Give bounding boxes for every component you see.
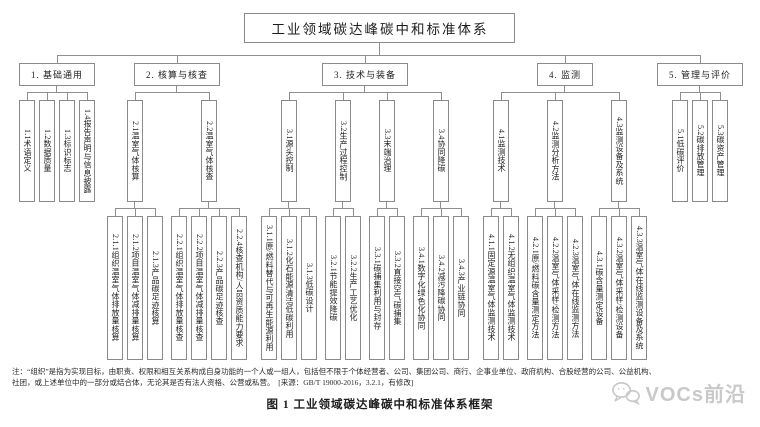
node-1-2: 1.2数据质量 (38, 100, 55, 202)
node-1-3: 1.3标识标志 (58, 100, 75, 202)
node-3-1: 3.1源头控制 (280, 100, 297, 202)
node-5: 5. 管理与评价 (656, 63, 743, 86)
connector-stub (56, 86, 58, 92)
node-2-2-1: 2.2.1组织温室气体排放量核查 (170, 216, 187, 360)
node-4-2: 4.2监测分析方法 (546, 100, 563, 202)
node-4-3-1: 4.3.1碳含量测定设备 (590, 216, 607, 360)
node-2-2-3: 2.2.3产品碳足迹核查 (210, 216, 227, 360)
connector-stub (288, 202, 290, 208)
connector-stub (564, 86, 566, 92)
node-3-1-1: 3.1.1原/燃料替代与可再生能源利用 (260, 216, 277, 360)
connector-stub (176, 86, 178, 92)
node-3-4-3: 3.4.3产业链协同 (452, 216, 469, 360)
node-2-2-4: 2.2.4核查机构/人员资质能力要求 (230, 216, 247, 360)
node-1-1: 1.1术语定义 (18, 100, 35, 202)
connector-stub (342, 202, 344, 208)
root-title-box: 工业领域碳达峰碳中和标准体系 (244, 13, 516, 43)
node-3: 3. 技术与装备 (321, 63, 408, 86)
node-1-4: 1.4报告声明与信息披露 (78, 100, 95, 202)
connector-stub (386, 202, 388, 208)
node-1: 1. 基础通用 (18, 63, 95, 86)
node-3-3-2: 3.3.2直接空气碳捕集 (388, 216, 405, 360)
node-3-4: 3.4协同降碳 (432, 100, 449, 202)
node-2-2: 2.2温室气体核查 (200, 100, 217, 202)
node-3-2: 3.2生产过程控制 (334, 100, 351, 202)
node-4-1-2: 4.1.2无组织温室气体监测技术 (502, 216, 519, 360)
connector-stub (699, 86, 701, 92)
node-2-2-2: 2.2.2项目温室气体减排量核查 (190, 216, 207, 360)
node-3-1-3: 3.1.3低碳设计 (300, 216, 317, 360)
node-5-2: 5.2碳排放管理 (691, 100, 708, 202)
watermark-text: VOCs前沿 (645, 384, 746, 406)
node-4-3-3: 4.3.3温室气体在线监测设备及系统 (630, 216, 647, 360)
node-2: 2. 核算与核查 (133, 63, 220, 86)
node-2-1-3: 2.1.3产品碳足迹核算 (146, 216, 163, 360)
node-3-2-2: 3.2.2生产工艺优化 (344, 216, 361, 360)
node-4-1: 4.1监测技术 (492, 100, 509, 202)
node-4-2-1: 4.2.1原/燃料碳含量测定方法 (526, 216, 543, 360)
node-3-3: 3.3末端治理 (378, 100, 395, 202)
node-4: 4. 监测 (536, 63, 593, 86)
connector-stub (440, 202, 442, 208)
footnote-line-2: 社团，或上述单位中的一部分或结合体，无论其是否有法人资格、公营或私营。 [来源：… (12, 378, 414, 388)
node-3-1-2: 3.1.2化石能源清洁低碳利用 (280, 216, 297, 360)
node-3-4-1: 3.4.1数字化绿色化协同 (412, 216, 429, 360)
node-5-1: 5.1低碳评价 (671, 100, 688, 202)
node-2-1-1: 2.1.1组织温室气体排放量核算 (106, 216, 123, 360)
connector-stub (134, 202, 136, 208)
node-3-4-2: 3.4.2减污降碳协同 (432, 216, 449, 360)
connector-stub (554, 202, 556, 208)
node-3-3-1: 3.3.1碳捕集利用与封存 (368, 216, 385, 360)
node-4-3: 4.3监测设备及系统 (610, 100, 627, 202)
node-4-2-3: 4.2.3温室气体在线监测方法 (566, 216, 583, 360)
node-2-1: 2.1温室气体核算 (126, 100, 143, 202)
node-4-1-1: 4.1.1固定源温室气体监测技术 (482, 216, 499, 360)
node-3-2-1: 3.2.1节能提效降碳 (324, 216, 341, 360)
watermark: VOCs前沿 (611, 378, 746, 407)
connector-stub (379, 43, 381, 55)
node-2-1-2: 2.1.2项目温室气体减排量核算 (126, 216, 143, 360)
connector-stub (208, 202, 210, 208)
connector-stub (364, 86, 366, 92)
connector-stub (500, 202, 502, 208)
wechat-icon (611, 381, 641, 405)
node-4-2-2: 4.2.2温室气体采样/检测方法 (546, 216, 563, 360)
footnote: 注：“组织”是指为实现目标，由职责、权限和相互关系构成自身功能的一个人或一组人，… (12, 366, 748, 389)
figure-caption: 图 1 工业领域碳达峰碳中和标准体系框架 (266, 398, 494, 411)
connector-stub (618, 202, 620, 208)
node-4-3-2: 4.3.2温室气体采样/检测设备 (610, 216, 627, 360)
node-5-3: 5.3碳资产管理 (711, 100, 728, 202)
footnote-line-1: 注：“组织”是指为实现目标，由职责、权限和相互关系构成自身功能的一个人或一组人，… (12, 367, 657, 376)
